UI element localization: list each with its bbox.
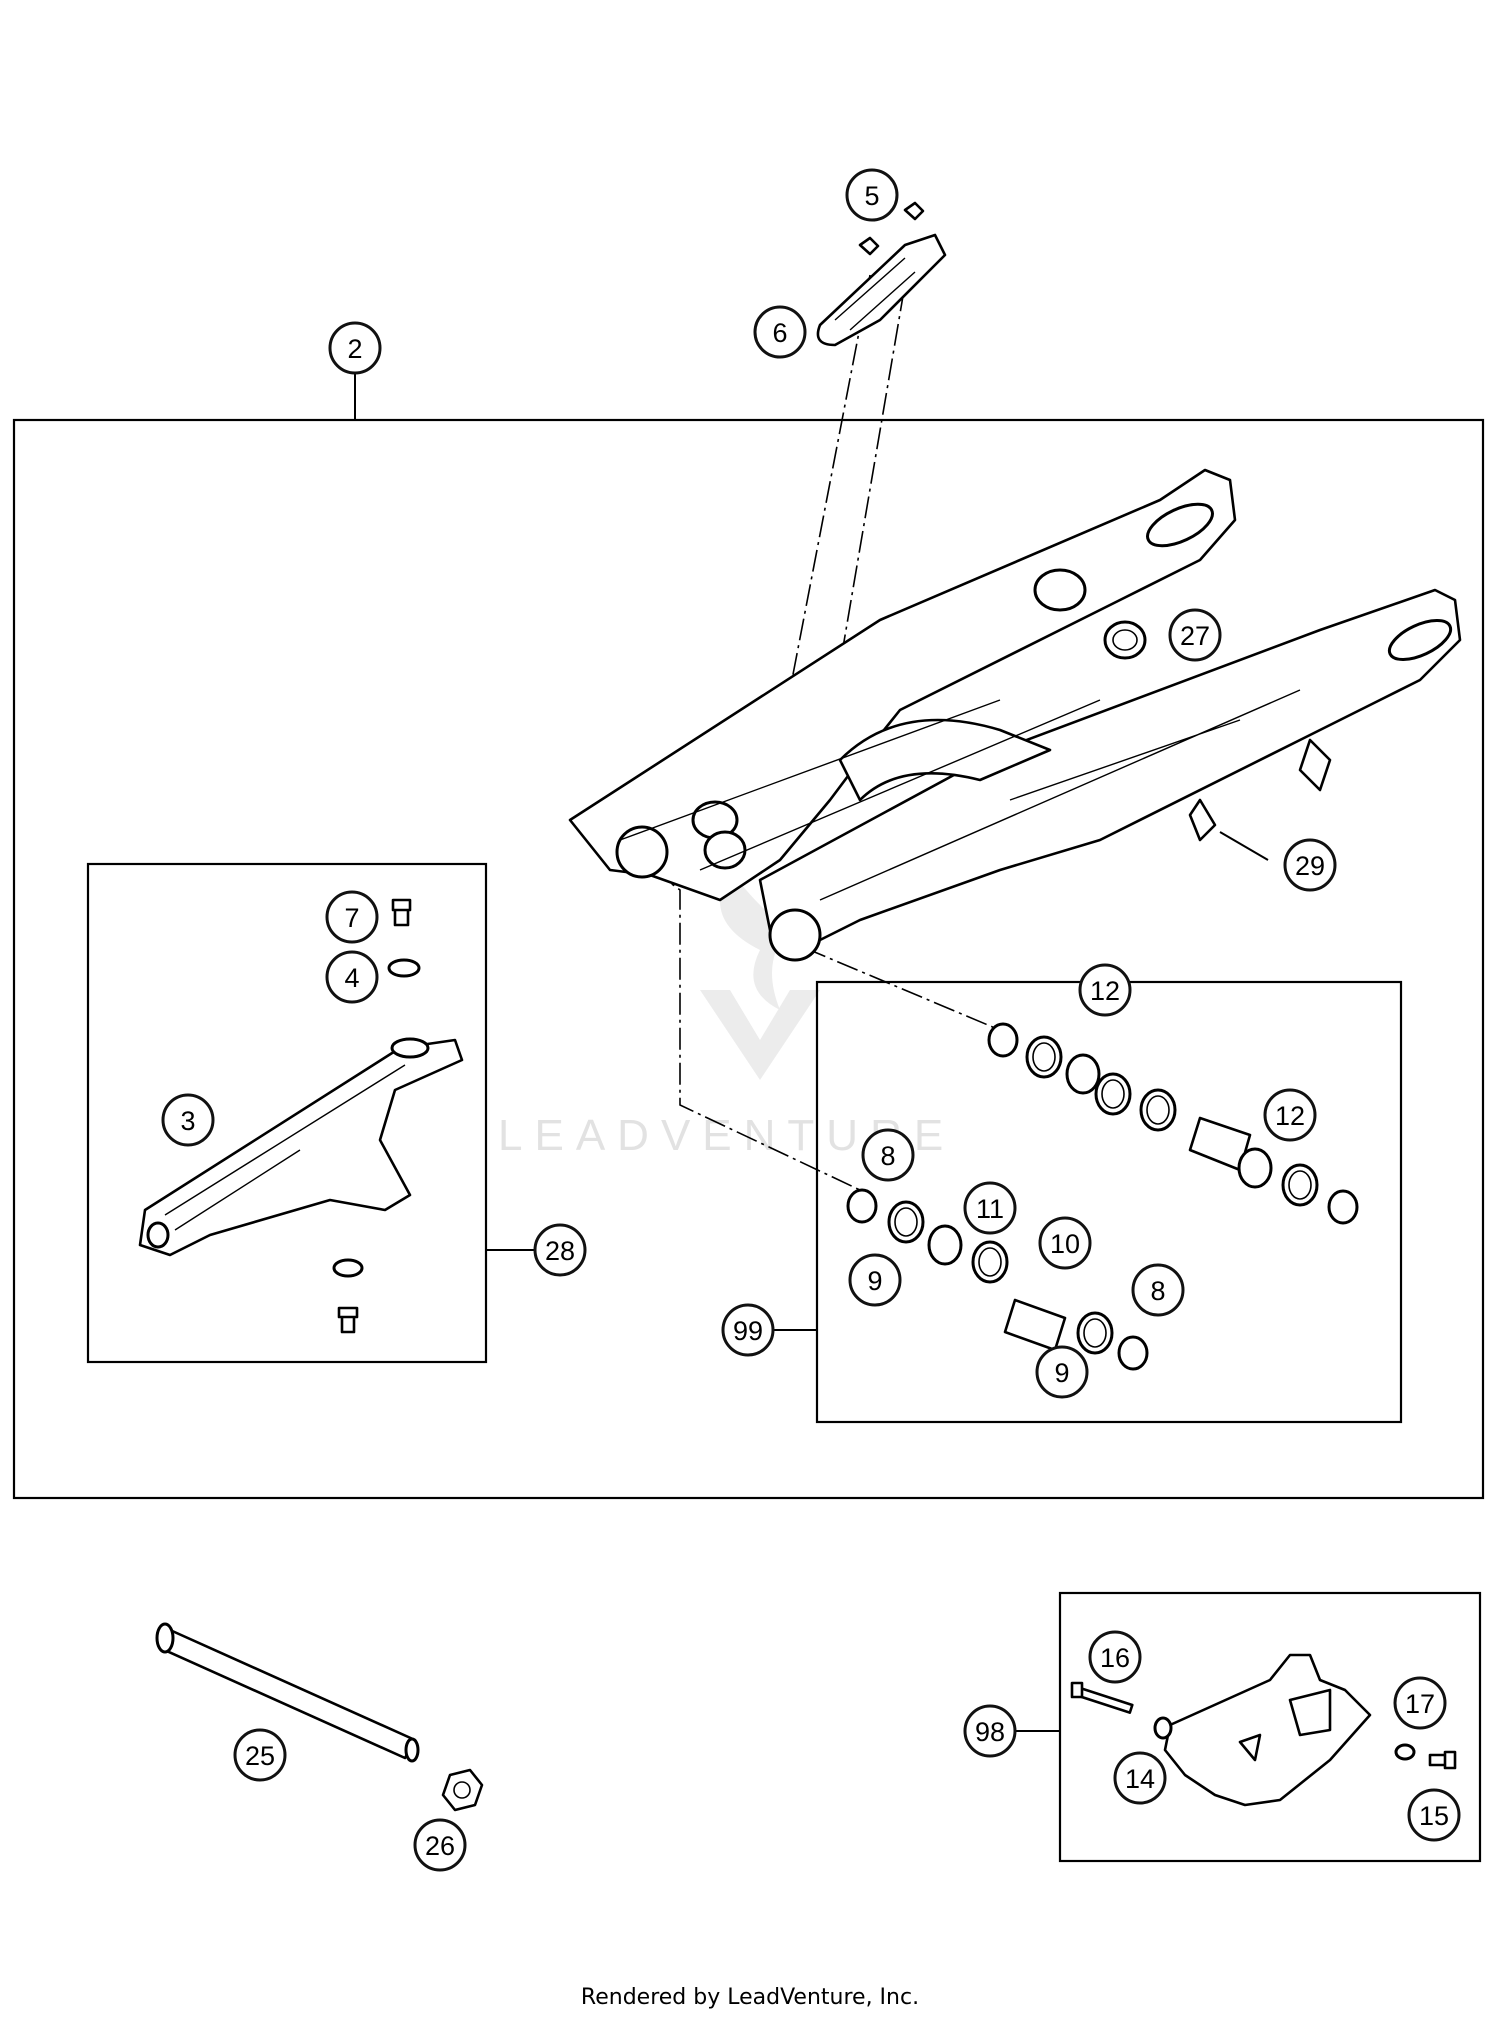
- callout-5-label: 5: [864, 181, 879, 211]
- callout-28: 28: [533, 1223, 587, 1277]
- callout-2: 2: [328, 321, 382, 375]
- callout-4-label: 4: [344, 963, 359, 993]
- callout-8b-label: 8: [1150, 1276, 1165, 1306]
- callout-5: 5: [845, 168, 899, 222]
- callout-12: 12: [1263, 1088, 1317, 1142]
- swingarm-part-29: [568, 468, 1462, 962]
- callout-10-label: 10: [1050, 1229, 1080, 1259]
- callout-12: 12: [1078, 963, 1132, 1017]
- callout-26-label: 26: [425, 1831, 455, 1861]
- callout-8: 8: [1131, 1263, 1185, 1317]
- callout-14-label: 14: [1125, 1764, 1155, 1794]
- axle-part-25: [155, 1622, 484, 1812]
- callout-98-label: 98: [975, 1717, 1005, 1747]
- callout-17: 17: [1393, 1676, 1447, 1730]
- callout-11-label: 11: [976, 1194, 1004, 1224]
- callout-15: 15: [1407, 1788, 1461, 1842]
- callout-8-label: 8: [880, 1141, 895, 1171]
- callout-17-label: 17: [1405, 1689, 1435, 1719]
- callout-16: 16: [1088, 1630, 1142, 1684]
- callout-7-label: 7: [344, 903, 359, 933]
- callout-29: 29: [1283, 838, 1337, 892]
- callout-2-label: 2: [347, 334, 362, 364]
- main-frame: [12, 418, 1485, 1500]
- callout-15-label: 15: [1419, 1801, 1449, 1831]
- callout-25: 25: [233, 1728, 287, 1782]
- callout-3-label: 3: [180, 1106, 195, 1136]
- callout-9: 9: [848, 1253, 902, 1307]
- chain-slider-part-3: [138, 898, 464, 1334]
- callout-26: 26: [413, 1818, 467, 1872]
- chain-slider-frame: [86, 862, 488, 1364]
- callout-99-label: 99: [733, 1316, 763, 1346]
- callout-16-label: 16: [1100, 1643, 1130, 1673]
- callout-27: 27: [1168, 608, 1222, 662]
- cap-part-27: [1103, 620, 1147, 660]
- callout-8: 8: [861, 1128, 915, 1182]
- callout-11: 11: [963, 1181, 1017, 1235]
- callout-12-label: 12: [1090, 976, 1120, 1006]
- leader-lines: [354, 370, 1269, 1732]
- callout-10: 10: [1038, 1216, 1092, 1270]
- callout-7: 7: [325, 890, 379, 944]
- callout-27-label: 27: [1180, 621, 1210, 651]
- callout-25-label: 25: [245, 1741, 275, 1771]
- bearing-kit-parts: [846, 1022, 1359, 1371]
- callout-4: 4: [325, 950, 379, 1004]
- callout-99: 99: [721, 1303, 775, 1357]
- callout-29-label: 29: [1295, 851, 1325, 881]
- chain-guide-part-14: [1070, 1653, 1457, 1807]
- callout-3: 3: [161, 1093, 215, 1147]
- callout-28-label: 28: [545, 1236, 575, 1266]
- watermark: LEADVENTURE: [498, 870, 943, 1160]
- footer-credit: Rendered by LeadVenture, Inc.: [580, 1985, 920, 2010]
- callout-14: 14: [1113, 1751, 1167, 1805]
- callout-9-label: 9: [867, 1266, 882, 1296]
- callout-6: 6: [753, 305, 807, 359]
- callout-98: 98: [963, 1704, 1017, 1758]
- callout-9b-label: 9: [1054, 1358, 1069, 1388]
- chain-guide-frame: [1058, 1591, 1482, 1863]
- callout-9: 9: [1035, 1345, 1089, 1399]
- callout-6-label: 6: [772, 318, 787, 348]
- guard-part-6: [816, 201, 947, 347]
- callout-12b-label: 12: [1275, 1101, 1305, 1131]
